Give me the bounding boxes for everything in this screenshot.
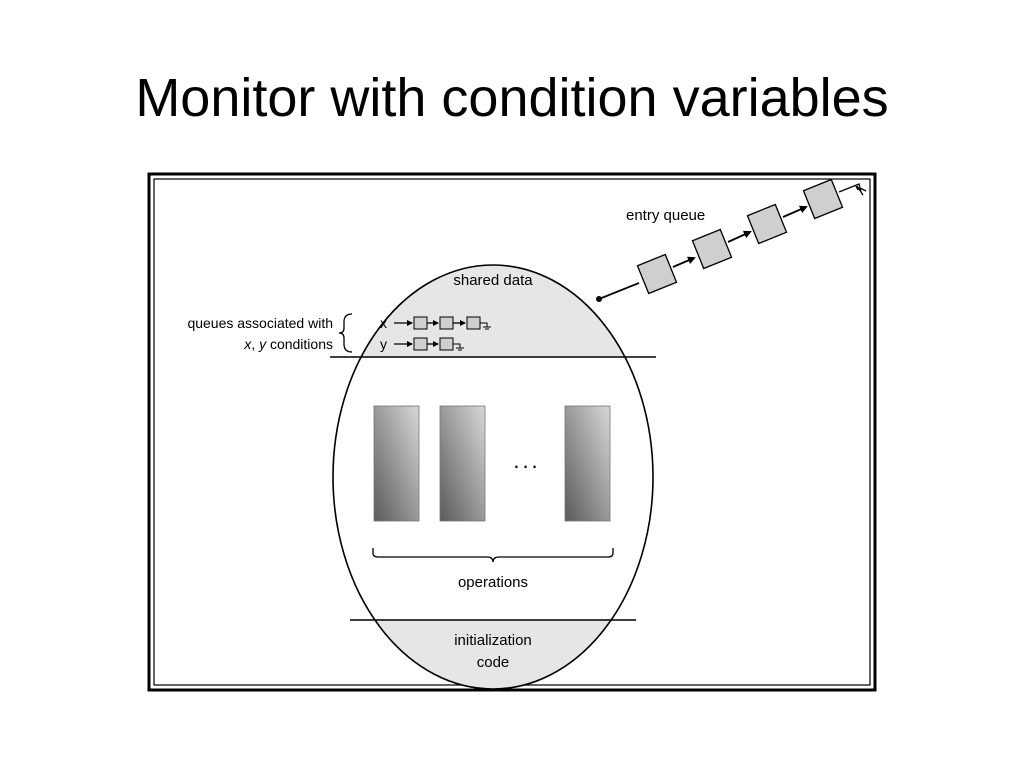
condition-y-italic: y bbox=[258, 336, 267, 352]
null-terminator-icon bbox=[838, 183, 867, 196]
condition-queues-label-line1: queues associated with bbox=[187, 315, 333, 331]
entry-queue-label: entry queue bbox=[626, 207, 705, 224]
entry-queue: entry queue bbox=[596, 178, 867, 302]
entry-queue-node bbox=[691, 228, 733, 270]
operation-block bbox=[564, 405, 611, 522]
operation-block bbox=[439, 405, 486, 522]
condition-queues-label: queues associated with x, y conditions bbox=[187, 313, 353, 353]
condition-label-tail: conditions bbox=[266, 336, 333, 352]
queue-node bbox=[413, 337, 428, 351]
condition-y-queue: y bbox=[380, 336, 464, 352]
queue-node bbox=[413, 316, 428, 330]
slide-title: Monitor with condition variables bbox=[135, 68, 889, 128]
figure-frame bbox=[147, 172, 877, 692]
curly-brace-icon bbox=[338, 313, 353, 353]
condition-x-italic: x bbox=[243, 336, 252, 352]
init-code-label-line1: initialization bbox=[454, 632, 532, 649]
init-code-label-line2: code bbox=[477, 654, 510, 671]
entry-queue-node bbox=[802, 178, 844, 220]
condition-y-name: y bbox=[380, 336, 387, 352]
null-terminator-icon bbox=[453, 343, 464, 351]
entry-queue-node bbox=[636, 253, 678, 295]
operation-block bbox=[373, 405, 420, 522]
queue-node bbox=[439, 316, 454, 330]
entry-queue-node bbox=[746, 203, 788, 245]
operations-group: ... operations bbox=[372, 405, 614, 591]
queue-node bbox=[466, 316, 481, 330]
null-terminator-icon bbox=[480, 322, 491, 330]
operations-label: operations bbox=[458, 574, 528, 591]
condition-x-name: x bbox=[380, 315, 387, 331]
condition-label-separator: , bbox=[251, 336, 259, 352]
queue-node bbox=[439, 337, 454, 351]
initialization-code: initialization code bbox=[454, 632, 532, 671]
condition-x-queue: x bbox=[380, 315, 491, 331]
operations-brace-icon bbox=[372, 548, 614, 563]
condition-queues-label-line2: x, y conditions bbox=[243, 336, 333, 352]
operations-ellipsis: ... bbox=[513, 448, 540, 473]
shared-data-label: shared data bbox=[453, 272, 533, 289]
